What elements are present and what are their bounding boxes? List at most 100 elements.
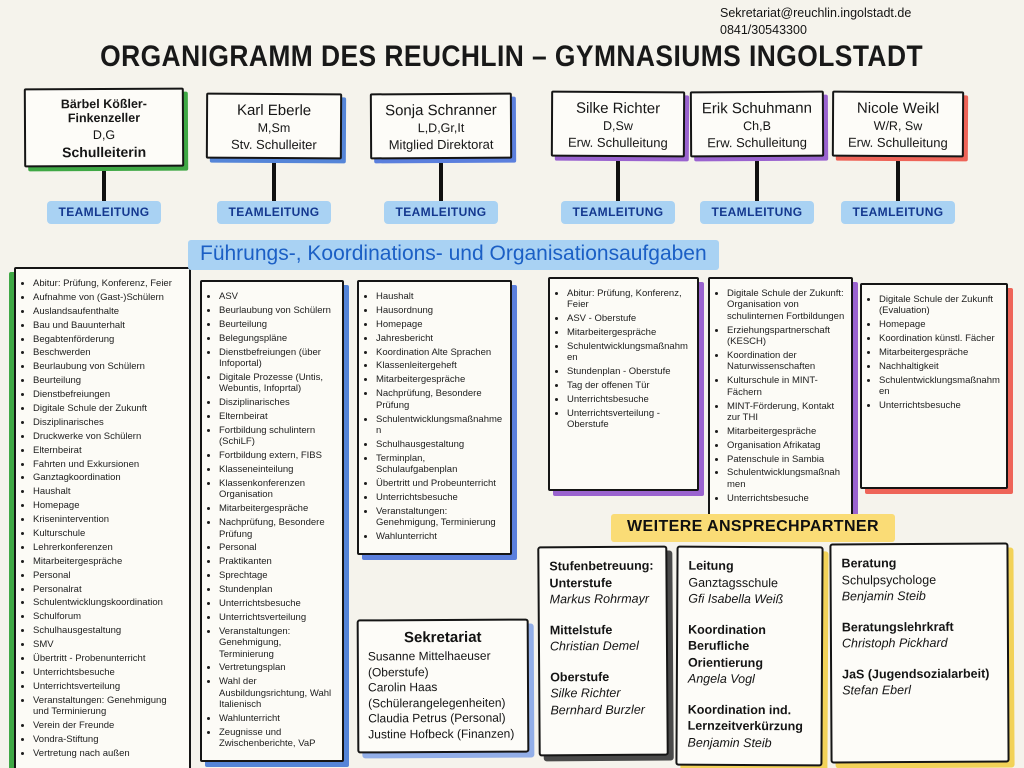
- task-item: Fortbildung extern, FIBS: [219, 450, 337, 461]
- task-item: Erziehungspartnerschaft (KESCH): [727, 325, 846, 348]
- task-item: Mitarbeitergespräche: [33, 556, 184, 567]
- teamleitung-label: TEAMLEITUNG: [841, 201, 955, 224]
- task-item: Unterrichtsbesuche: [219, 598, 337, 609]
- teamleitung-label: TEAMLEITUNG: [217, 201, 331, 224]
- task-item: Digitale Schule der Zukunft: [33, 403, 184, 414]
- task-item: Nachprüfung, Besondere Prüfung: [376, 388, 505, 411]
- connector-line: [616, 139, 620, 203]
- task-item: Kulturschule: [33, 528, 184, 539]
- task-list: Digitale Schule der Zukunft (Evaluation)…: [864, 294, 1001, 412]
- task-item: SMV: [33, 639, 184, 650]
- task-item: Unterrichtsbesuche: [879, 400, 1001, 411]
- teamleitung-label: TEAMLEITUNG: [561, 201, 675, 224]
- task-item: Mitarbeitergespräche: [727, 426, 846, 437]
- task-item: Wahl der Ausbildungsrichtung, Wahl Itali…: [219, 676, 337, 710]
- task-item: Klassenkonferenzen Organisation: [219, 478, 337, 501]
- contact-email: Sekretariat@reuchlin.ingolstadt.de: [720, 6, 912, 20]
- task-item: Übertritt - Probenunterricht: [33, 653, 184, 664]
- task-item: Personal: [33, 570, 184, 581]
- section-title: Führungs-, Koordinations- und Organisati…: [188, 240, 719, 270]
- contact-line: Benjamin Steib: [841, 588, 926, 604]
- person-name: Silke Richter: [575, 99, 661, 118]
- task-item: Schulhausgestaltung: [33, 625, 184, 636]
- task-item: Disziplinarisches: [33, 417, 184, 428]
- task-item: ASV - Oberstufe: [567, 313, 692, 324]
- task-item: Stundenplan - Oberstufe: [567, 366, 692, 377]
- person-subjects: D,Sw: [603, 119, 633, 134]
- task-item: Dienstbefreiungen: [33, 389, 184, 400]
- task-item: Veranstaltungen: Genehmigung, Terminieru…: [376, 506, 505, 529]
- task-item: Stundenplan: [219, 584, 337, 595]
- task-item: Mitarbeitergespräche: [567, 327, 692, 338]
- contact-line: Beratung: [841, 556, 897, 571]
- task-item: Unterrichtsverteilung: [33, 681, 184, 692]
- person-role: Stv. Schulleiter: [230, 137, 317, 153]
- task-item: Personalrat: [33, 584, 184, 595]
- task-item: Nachprüfung, Besondere Prüfung: [219, 517, 337, 540]
- task-item: Patenschule in Sambia: [727, 454, 846, 465]
- contact-line: JaS (Jugendsozialarbeit): [842, 666, 990, 681]
- contact-line: Oberstufe: [550, 669, 610, 684]
- page-title: ORGANIGRAMM DES REUCHLIN – GYMNASIUMS IN…: [0, 40, 1024, 74]
- contact-line: Bernhard Burzler: [550, 702, 645, 717]
- person-subjects: M,Sm: [257, 121, 291, 136]
- sekretariat-line: Susanne Mittelhaeuser (Oberstufe): [367, 648, 491, 679]
- task-item: Homepage: [376, 319, 505, 330]
- task-item: Disziplinarisches: [219, 397, 337, 408]
- task-item: Unterrichtsbesuche: [33, 667, 184, 678]
- task-item: Zeugnisse und Zwischenberichte, VaP: [219, 727, 337, 750]
- person-role: Erw. Schulleitung: [567, 134, 668, 151]
- task-item: Beurteilung: [219, 319, 337, 330]
- teamleitung-label: TEAMLEITUNG: [47, 201, 161, 224]
- person-role: Schulleiterin: [62, 143, 147, 160]
- person-subjects: Ch,B: [743, 119, 771, 134]
- sekretariat-title: Sekretariat: [403, 628, 482, 647]
- task-item: Tag der offenen Tür: [567, 380, 692, 391]
- sekretariat-line: Justine Hofbeck (Finanzen): [368, 726, 515, 742]
- person-subjects: W/R, Sw: [873, 119, 923, 134]
- task-item: Beurlaubung von Schülern: [33, 361, 184, 372]
- task-item: Krisenintervention: [33, 514, 184, 525]
- task-item: Beurlaubung von Schülern: [219, 305, 337, 316]
- task-item: Mitarbeitergespräche: [219, 503, 337, 514]
- contact-line: Schulpsychologe: [841, 572, 937, 587]
- person-name: Erik Schuhmann: [701, 99, 812, 118]
- contact-group: JaS (Jugendsozialarbeit) Stefan Eberl: [842, 665, 997, 699]
- contact-line: Beratungslehrkraft: [841, 619, 954, 634]
- contact-line: Stefan Eberl: [842, 683, 912, 698]
- task-list: Digitale Schule der Zukunft: Organisatio…: [712, 288, 846, 504]
- person-name: Sonja Schranner: [384, 101, 497, 120]
- task-list-box: HaushaltHausordnungHomepageJahresbericht…: [357, 280, 512, 555]
- page-title-text: ORGANIGRAMM DES REUCHLIN – GYMNASIUMS IN…: [100, 40, 924, 73]
- task-item: Aufnahme von (Gast-)Schülern: [33, 292, 184, 303]
- task-item: Klasseneinteilung: [219, 464, 337, 475]
- contact-line: Angela Vogl: [687, 671, 755, 687]
- task-item: Homepage: [33, 500, 184, 511]
- task-item: Hausordnung: [376, 305, 505, 316]
- task-item: Haushalt: [376, 291, 505, 302]
- task-item: MINT-Förderung, Kontakt zur THI: [727, 401, 846, 424]
- sekretariat-line: Claudia Petrus (Personal): [368, 711, 506, 726]
- person-subjects: D,G: [92, 127, 116, 142]
- contact-line: Unterstufe: [549, 575, 613, 590]
- contact-phone: 0841/30543300: [720, 22, 807, 37]
- task-item: Unterrichtsbesuche: [727, 493, 846, 504]
- sekretariat-line: Carolin Haas (Schülerangelegenheiten): [367, 680, 506, 711]
- task-item: Personal: [219, 542, 337, 553]
- task-item: Abitur: Prüfung, Konferenz, Feier: [567, 288, 692, 311]
- task-item: Mitarbeitergespräche: [376, 374, 505, 385]
- task-item: Vertretungsplan: [219, 662, 337, 673]
- task-item: Wahlunterricht: [219, 713, 337, 724]
- task-item: Druckwerke von Schülern: [33, 431, 184, 442]
- contact-line: Leitung: [688, 558, 734, 573]
- task-item: Lehrerkonferenzen: [33, 542, 184, 553]
